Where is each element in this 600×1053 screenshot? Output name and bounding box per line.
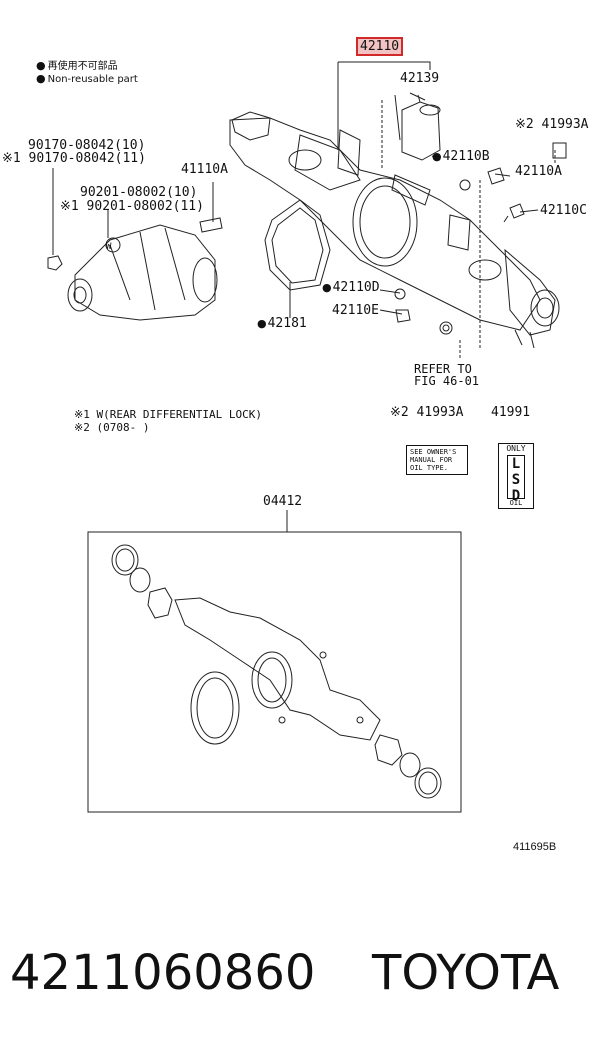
- part-42110D-text: 42110D: [332, 280, 380, 295]
- part-42110B-text: 42110B: [442, 149, 490, 164]
- bolt-42110E: [395, 309, 411, 323]
- label-icon-41993A: [552, 142, 567, 159]
- part-41991[interactable]: 41991: [491, 405, 531, 420]
- refer-to-line1: REFER TO: [414, 362, 472, 376]
- refer-to-line2[interactable]: FIG 46-01: [414, 374, 480, 388]
- nut-90170: [47, 255, 63, 271]
- note-2: ※2 (0708- ): [74, 421, 150, 434]
- lsd-tag-top: ONLY: [506, 444, 526, 453]
- washer-42110D: [394, 288, 406, 300]
- part-42110-text: 42110: [356, 37, 404, 56]
- lsd-tag-bot: OIL: [509, 499, 523, 507]
- part-90201-a[interactable]: 90201-08002(10): [80, 185, 198, 200]
- part-42110E[interactable]: 42110E: [332, 303, 379, 318]
- footer-brand: TOYOTA: [372, 945, 560, 1001]
- washer-label: W: [106, 242, 112, 252]
- plug-refer: [439, 321, 453, 335]
- bolt-42110C: [503, 203, 525, 223]
- part-42110A[interactable]: 42110A: [515, 164, 562, 179]
- footer-part-number: 4211060860: [10, 945, 316, 1001]
- part-41993A-bottom[interactable]: ※2 41993A: [390, 405, 464, 420]
- lsd-tag-mid: LSD: [507, 455, 525, 504]
- legend-item-en: Non-reusable part: [36, 73, 138, 85]
- part-42110D[interactable]: ●42110D: [322, 281, 380, 295]
- stud-41110A: [199, 217, 223, 233]
- part-41110A[interactable]: 41110A: [181, 162, 228, 177]
- non-reusable-dot: ●: [432, 150, 442, 163]
- part-90201-b[interactable]: ※1 90201-08002(11): [60, 199, 204, 214]
- part-42139[interactable]: 42139: [400, 71, 440, 86]
- part-04412[interactable]: 04412: [263, 494, 303, 509]
- legend-item-jp: 再使用不可部品: [36, 60, 118, 72]
- part-42181-text: 42181: [267, 316, 307, 331]
- washer-w: [105, 237, 121, 253]
- non-reusable-dot: ●: [322, 281, 332, 294]
- note-1: ※1 W(REAR DIFFERENTIAL LOCK): [74, 408, 263, 421]
- part-42110[interactable]: 42110: [356, 37, 404, 56]
- gasket-kit-parts: [111, 544, 442, 799]
- breather-tube: [394, 94, 441, 161]
- part-42181[interactable]: ●42181: [257, 317, 307, 331]
- oil-type-tag: SEE OWNER'S MANUAL FOR OIL TYPE.: [406, 445, 468, 475]
- figure-code: 411695B: [513, 841, 557, 853]
- gasket-kit-box: [87, 531, 462, 813]
- part-90170-b[interactable]: ※1 90170-08042(11): [2, 151, 146, 166]
- leader-42110: [337, 61, 431, 150]
- gasket-42181: [264, 199, 331, 291]
- part-90170-a[interactable]: 90170-08042(10): [28, 138, 146, 153]
- nut-42110B: [459, 179, 471, 191]
- part-41993A-top[interactable]: ※2 41993A: [515, 117, 589, 132]
- part-42110C[interactable]: 42110C: [540, 203, 587, 218]
- part-42110B[interactable]: ●42110B: [432, 150, 490, 164]
- lsd-oil-tag: ONLY LSD OIL: [498, 443, 534, 509]
- bolt-42110A: [487, 167, 505, 185]
- differential-carrier: [67, 224, 218, 321]
- non-reusable-dot: ●: [257, 317, 267, 330]
- axle-housing: [229, 111, 560, 349]
